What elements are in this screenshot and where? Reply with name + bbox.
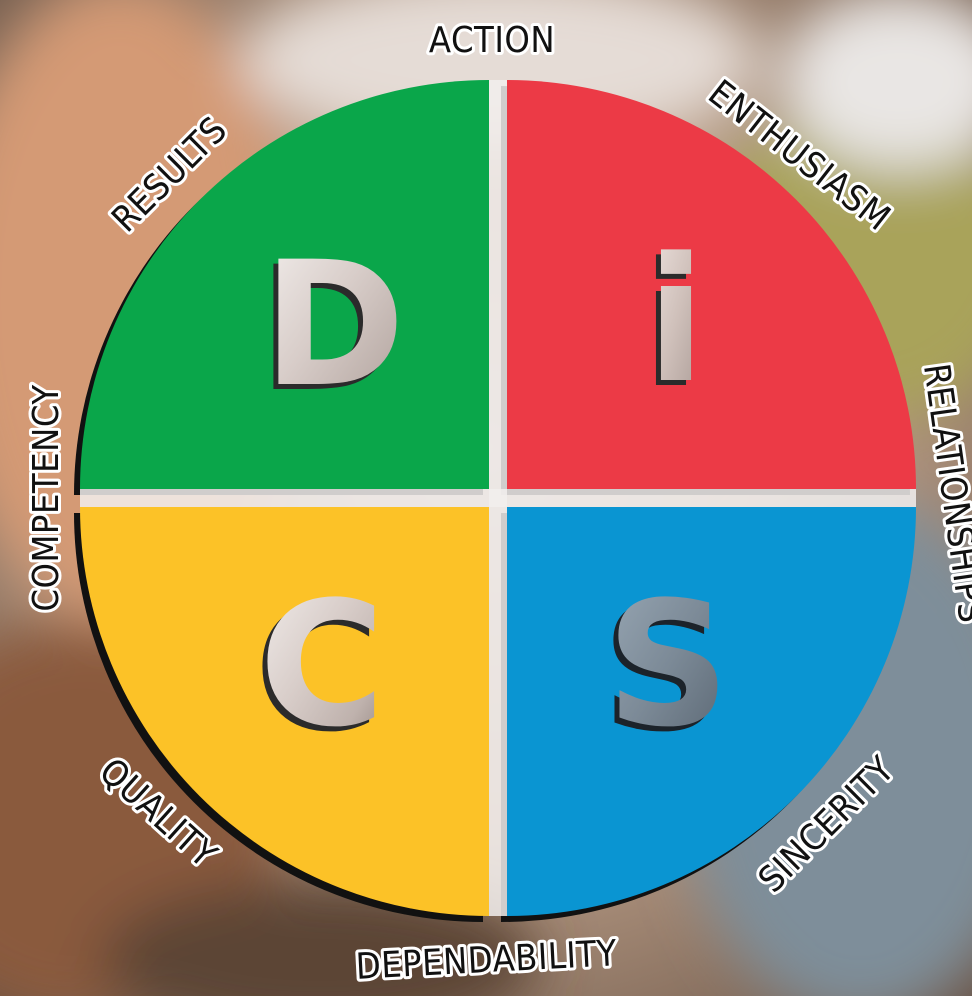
svg-text:COMPETENCY: COMPETENCY xyxy=(26,384,67,611)
svg-text:D: D xyxy=(263,224,406,425)
quadrant-d xyxy=(74,80,489,495)
svg-text:D: D xyxy=(258,229,401,430)
letter-s: S S xyxy=(601,564,730,770)
divider-cross xyxy=(80,80,916,916)
svg-text:S: S xyxy=(606,564,730,765)
svg-text:i: i xyxy=(647,220,706,421)
quadrant-c xyxy=(74,507,489,922)
quadrant-s xyxy=(501,507,916,922)
svg-text:ACTION: ACTION xyxy=(429,20,555,61)
letter-d: D D xyxy=(258,224,406,430)
letter-c: C C xyxy=(254,564,385,770)
svg-text:C: C xyxy=(259,564,385,765)
svg-text:i: i xyxy=(642,225,701,426)
ring-word-action: ACTION ACTION xyxy=(426,17,558,64)
letter-i: i i xyxy=(642,220,706,426)
quadrant-i-fill xyxy=(507,80,916,489)
quadrant-c-fill xyxy=(80,507,489,916)
svg-text:C: C xyxy=(254,569,380,770)
svg-text:COMPETENCY: COMPETENCY xyxy=(26,384,67,611)
quadrant-s-fill xyxy=(507,507,916,916)
ring-word-competency: COMPETENCY COMPETENCY xyxy=(23,381,70,614)
quadrant-d-fill xyxy=(80,80,489,489)
svg-text:ACTION: ACTION xyxy=(429,20,555,61)
quadrant-i xyxy=(501,80,916,495)
svg-text:S: S xyxy=(601,569,725,770)
